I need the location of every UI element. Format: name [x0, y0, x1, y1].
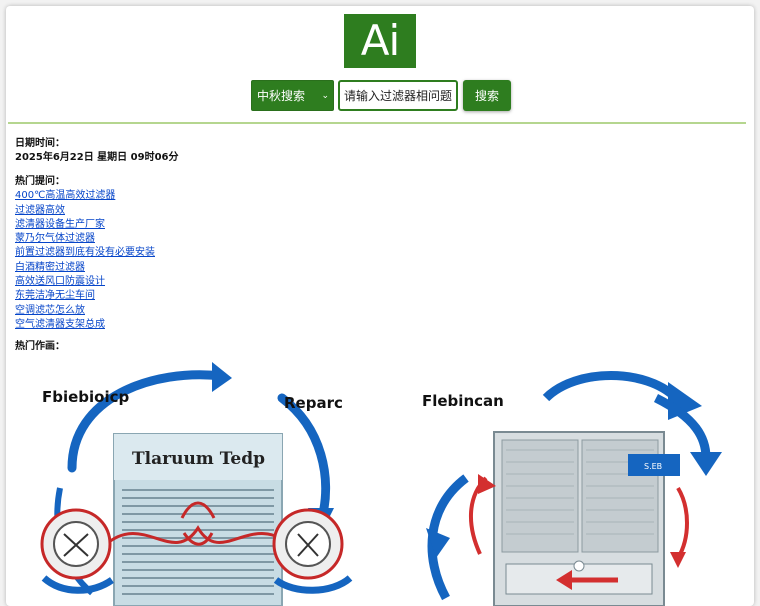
hot-questions-label: 热门提问：: [15, 176, 65, 187]
hot-art-label: 热门作画：: [15, 341, 65, 352]
hot-question-link[interactable]: 前置过滤器到底有没有必要安装: [15, 247, 155, 259]
engine-select-value: 中秋搜索: [257, 89, 306, 103]
hot-art-section: 热门作画：: [15, 340, 65, 354]
datetime-section: 日期时间： 2025年6月22日 星期日 09时06分: [15, 137, 179, 166]
ai-logo[interactable]: Ai: [344, 14, 416, 68]
artwork-right[interactable]: Flebincan S.EB: [406, 358, 736, 606]
engine-select[interactable]: 中秋搜索 ⌄: [251, 80, 334, 111]
art-left-title-1: Fbiebioicp: [42, 388, 130, 406]
art-right-badge: S.EB: [644, 462, 662, 471]
hot-question-link[interactable]: 空气滤清器支架总成: [15, 318, 105, 330]
hot-question-link[interactable]: 过滤器高效: [15, 204, 65, 216]
hot-question-link[interactable]: 400℃高温高效过滤器: [15, 190, 116, 202]
divider: [8, 122, 746, 124]
hot-question-link[interactable]: 空调滤芯怎么放: [15, 304, 85, 316]
artwork-left[interactable]: Fbiebioicp Reparc Tlaruum Tedp: [32, 358, 362, 606]
art-left-title-2: Reparc: [284, 394, 343, 412]
art-left-panel-label: Tlaruum Tedp: [132, 449, 265, 469]
datetime-value: 2025年6月22日 星期日 09时06分: [15, 152, 179, 164]
hot-question-link[interactable]: 东莞洁净无尘车间: [15, 290, 95, 302]
chevron-down-icon: ⌄: [321, 90, 329, 101]
hot-question-link[interactable]: 高效送风口防震设计: [15, 276, 105, 288]
hot-question-link[interactable]: 滤清器设备生产厂家: [15, 218, 105, 230]
hot-questions-list: 400℃高温高效过滤器 过滤器高效 滤清器设备生产厂家 蒙乃尔气体过滤器 前置过…: [15, 189, 155, 332]
search-bar: 中秋搜索 ⌄ 搜索: [251, 80, 511, 111]
hot-question-link[interactable]: 蒙乃尔气体过滤器: [15, 233, 95, 245]
logo-text: Ai: [360, 16, 400, 65]
datetime-label: 日期时间：: [15, 138, 65, 149]
page-card: Ai 中秋搜索 ⌄ 搜索 日期时间： 2025年6月22日 星期日 09时06分…: [6, 6, 754, 606]
art-right-title: Flebincan: [422, 392, 504, 410]
hot-question-link[interactable]: 白酒精密过滤器: [15, 261, 85, 273]
search-button[interactable]: 搜索: [463, 80, 511, 111]
hot-questions-section: 热门提问： 400℃高温高效过滤器 过滤器高效 滤清器设备生产厂家 蒙乃尔气体过…: [15, 175, 155, 332]
search-input[interactable]: [338, 80, 458, 111]
